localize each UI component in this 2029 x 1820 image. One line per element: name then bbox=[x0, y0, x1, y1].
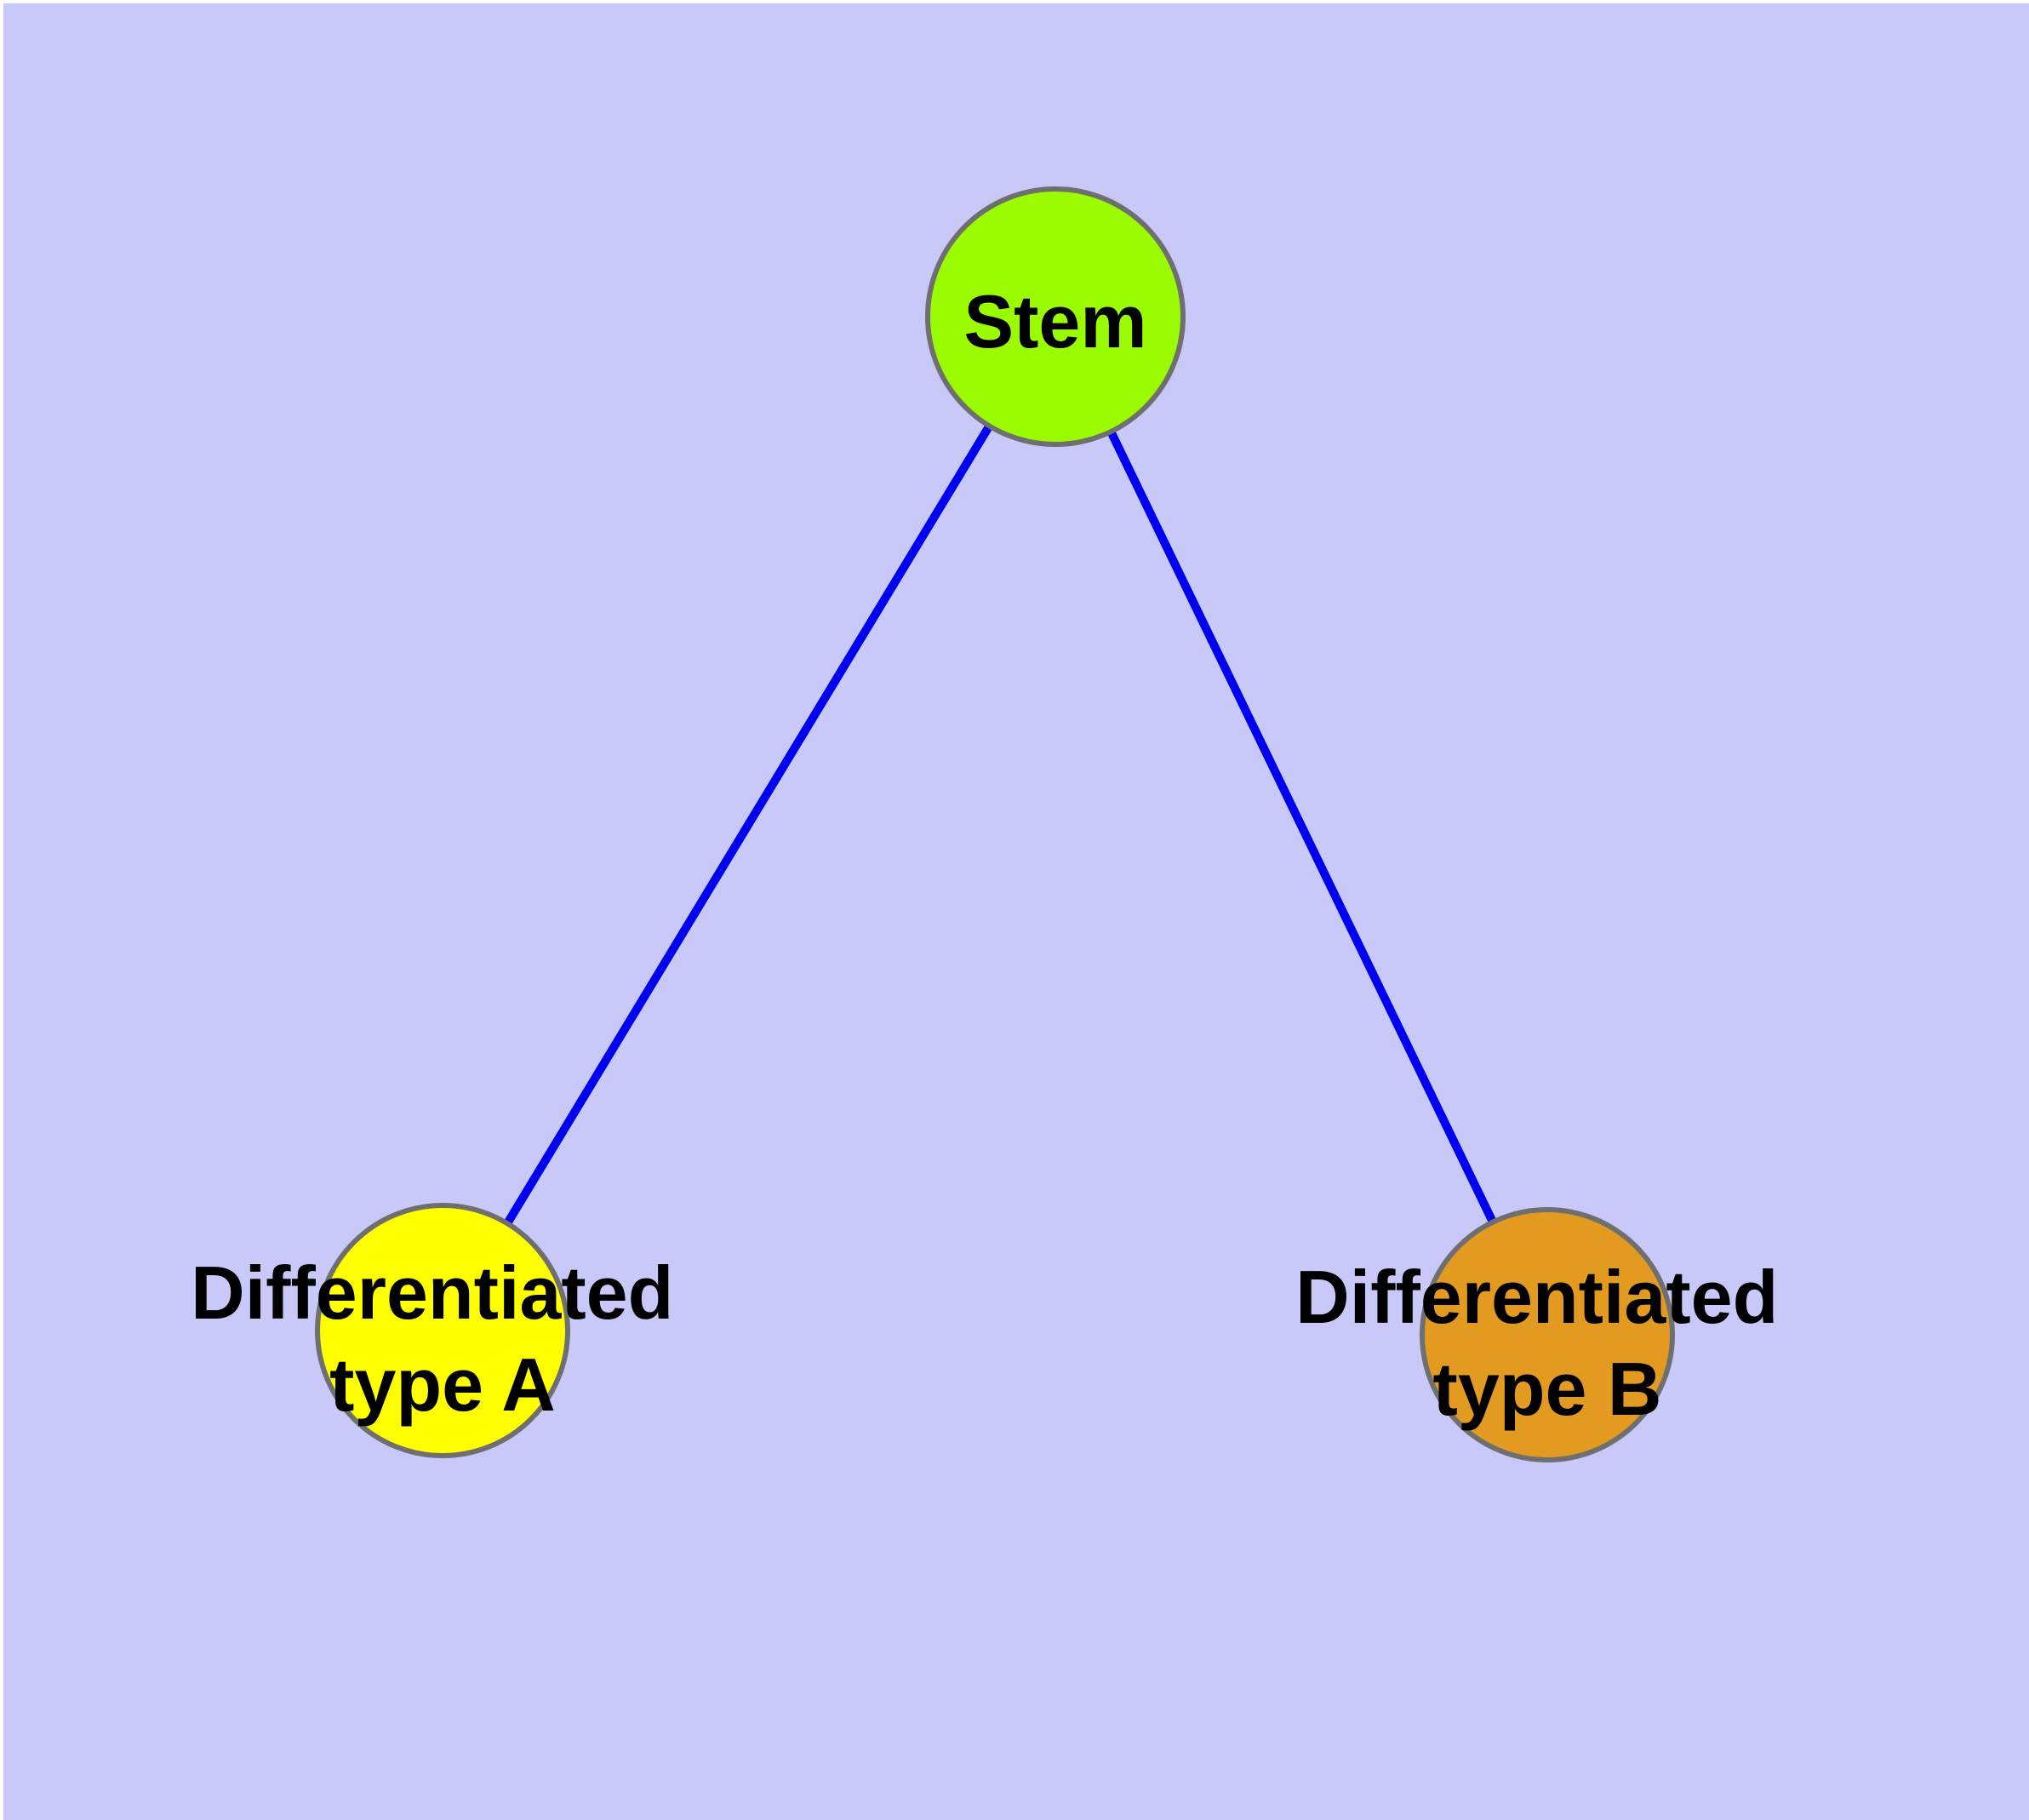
node-stem bbox=[925, 186, 1186, 447]
node-type-b-label-line2: type B bbox=[1433, 1347, 1662, 1431]
node-type-a-label-line2: type A bbox=[329, 1342, 556, 1427]
node-type-a-label-line1: Differentiated bbox=[191, 1251, 673, 1335]
graph-svg: Stem Differentiated type A Differentiate… bbox=[3, 3, 2029, 1820]
node-stem-label: Stem bbox=[963, 279, 1146, 363]
node-type-b-label-line1: Differentiated bbox=[1295, 1255, 1778, 1339]
edge-stem-to-type-b bbox=[1051, 314, 1552, 1337]
node-type-b-label: Differentiated type B bbox=[1295, 1255, 1799, 1431]
node-differentiated-type-b bbox=[1420, 1207, 1675, 1462]
node-differentiated-type-a bbox=[315, 1203, 570, 1458]
diagram-canvas: Stem Differentiated type A Differentiate… bbox=[3, 3, 2029, 1820]
node-type-a-label: Differentiated type A bbox=[191, 1251, 694, 1427]
edge-stem-to-type-a bbox=[438, 314, 1060, 1333]
